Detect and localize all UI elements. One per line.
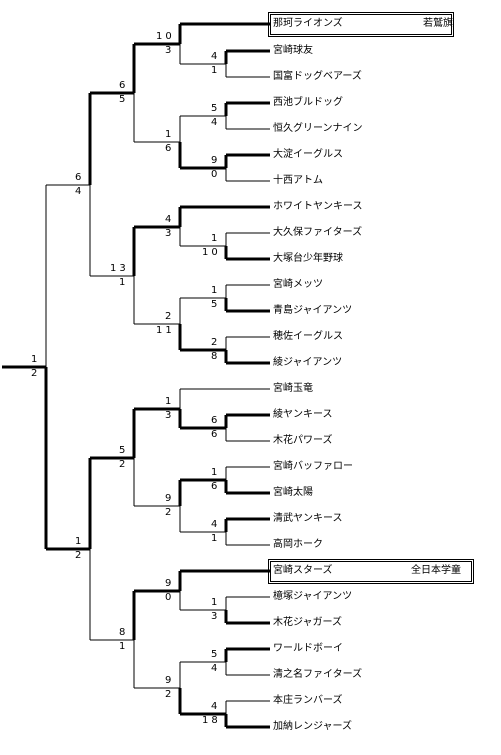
team-label: 穂佐イーグルス [273,331,343,342]
score-final-top: 1 [31,354,41,365]
score-sfb-bottom: 2 [75,550,85,561]
score-r1l-top: 5 [211,649,221,660]
score-r1j-bottom: 1 [211,533,221,544]
score-r2e-top: 9 [165,493,175,504]
score-r1j-top: 4 [211,519,221,530]
team-label: 宮崎太陽 [273,487,313,498]
score-r2a-top: 1 [165,129,175,140]
score-r1e-bottom: 10 [202,247,221,258]
team-label: 本庄ランバーズ [273,695,343,706]
score-r1k-top: 1 [211,597,221,608]
score-r2g-top: 9 [165,675,175,686]
score-r1a-bottom: 3 [165,45,175,56]
team-label: 西池ブルドッグ [273,97,343,108]
score-r3c-top: 5 [119,445,129,456]
team-label: 宮崎玉竜 [273,383,313,394]
award-box [268,559,474,584]
team-label: 綾ヤンキース [273,409,333,420]
score-r1b-bottom: 1 [211,65,221,76]
team-label: 十西アトム [273,175,323,186]
score-r1l-bottom: 4 [211,663,221,674]
score-r2g-bottom: 2 [165,689,175,700]
score-r3a-bottom: 5 [119,94,129,105]
score-r1c-bottom: 4 [211,117,221,128]
team-label: 高岡ホーク [273,539,323,550]
score-r2e-bottom: 2 [165,507,175,518]
score-r3b-bottom: 1 [119,277,129,288]
award-label: 若鷲旗 [423,18,453,29]
team-label: 大塚台少年野球 [273,253,343,264]
team-label: 恒久グリーンナイン [273,123,363,134]
score-r1g-bottom: 8 [211,351,221,362]
score-r2a-bottom: 6 [165,143,175,154]
score-r3b-top: 13 [110,263,129,274]
score-r1b-top: 4 [211,51,221,62]
score-r1k-bottom: 3 [211,611,221,622]
team-label: 清之名ファイターズ [273,669,363,680]
score-r1d-bottom: 0 [211,169,221,180]
score-r1i-top: 1 [211,467,221,478]
score-sfa-top: 6 [75,172,85,183]
score-r3c-bottom: 2 [119,459,129,470]
score-r2d-top: 1 [165,396,175,407]
team-label: 宮崎メッツ [273,279,323,290]
team-label: 宮崎バッファロー [273,461,353,472]
team-label: 檍塚ジャイアンツ [273,591,353,602]
team-label: 加納レンジャーズ [273,721,352,732]
team-label: 宮崎球友 [273,45,313,56]
score-r3d-top: 8 [119,627,129,638]
award-label: 全日本学童 [411,565,461,576]
team-label: 木花パワーズ [273,435,333,446]
team-label: ワールドボーイ [273,643,343,654]
score-final-bottom: 2 [31,368,41,379]
score-r3a-top: 6 [119,80,129,91]
score-r1f-top: 1 [211,285,221,296]
score-r1g-top: 2 [211,337,221,348]
score-r2f-top: 9 [165,578,175,589]
team-label: 国富ドッグベアーズ [273,71,362,82]
score-r1c-top: 5 [211,103,221,114]
score-r2c-bottom: 11 [156,325,175,336]
score-r1h-top: 6 [211,415,221,426]
score-r1f-bottom: 5 [211,299,221,310]
award-box [268,12,454,37]
score-r3d-bottom: 1 [119,641,129,652]
score-r1d-top: 9 [211,155,221,166]
score-r1m-bottom: 18 [202,715,221,726]
score-sfa-bottom: 4 [75,186,85,197]
score-r2b-bottom: 3 [165,228,175,239]
team-label: 宮崎スターズ [273,565,333,576]
team-label: 大淀イーグルス [273,149,343,160]
team-label: 綾ジャイアンツ [273,357,343,368]
score-r2c-top: 2 [165,311,175,322]
score-sfb-top: 1 [75,536,85,547]
score-r1e-top: 1 [211,233,221,244]
score-r1a-top: 10 [156,31,175,42]
score-r2b-top: 4 [165,214,175,225]
team-label: ホワイトヤンキース [273,201,363,212]
score-r1h-bottom: 6 [211,429,221,440]
score-r1i-bottom: 6 [211,481,221,492]
team-label: 大久保ファイターズ [273,227,363,238]
team-label: 那珂ライオンズ [273,18,343,29]
score-r2f-bottom: 0 [165,592,175,603]
team-label: 清武ヤンキース [273,513,343,524]
team-label: 木花ジャガーズ [273,617,342,628]
score-r2d-bottom: 3 [165,410,175,421]
score-r1m-top: 4 [211,701,221,712]
team-label: 青島ジャイアンツ [273,305,353,316]
